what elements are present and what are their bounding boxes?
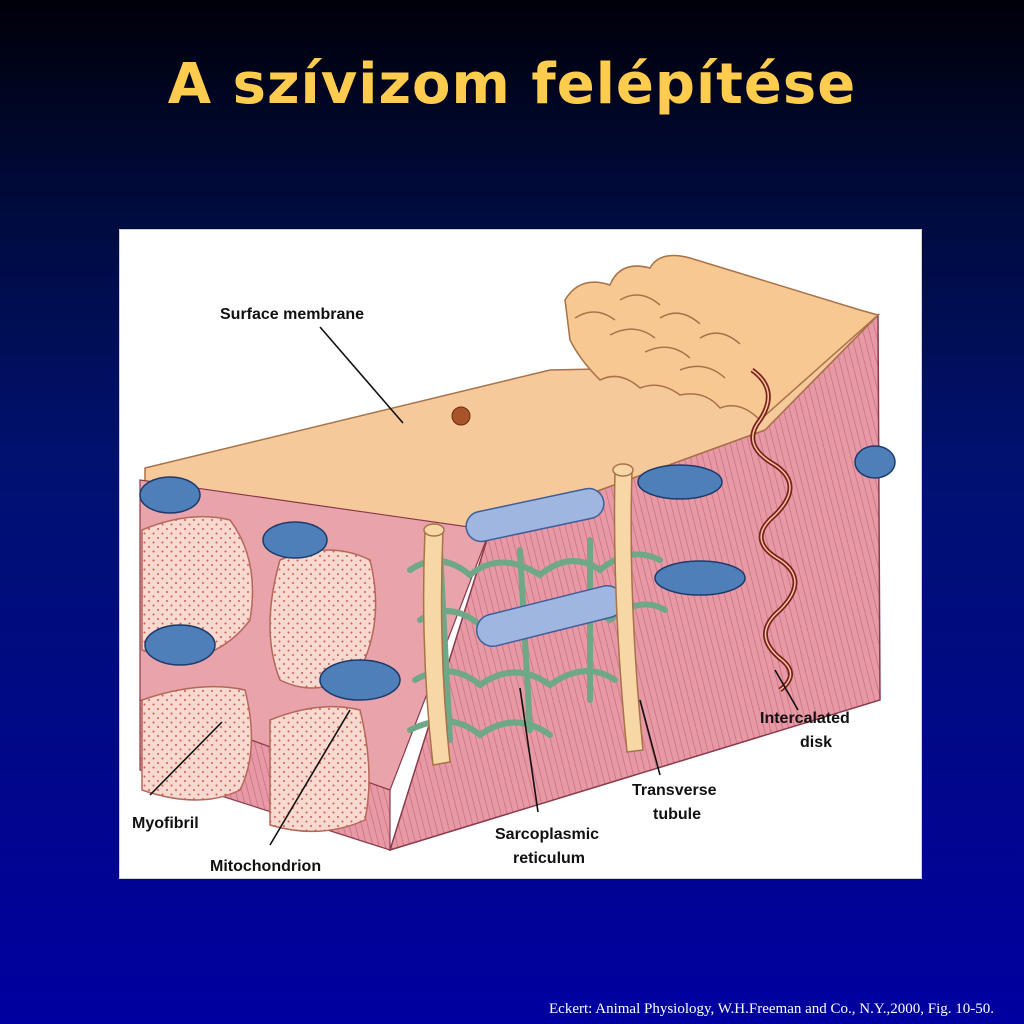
label-intercalated-disk-line1: Intercalated xyxy=(760,710,850,727)
membrane-scallops xyxy=(564,254,880,422)
label-myofibril: Myofibril xyxy=(132,815,199,832)
label-transverse-tubule-line2: tubule xyxy=(653,806,701,823)
label-sarcoplasmic-reticulum-line2: reticulum xyxy=(513,850,586,867)
label-intercalated-disk-line2: disk xyxy=(800,734,833,751)
figure-frame: Surface membrane Intercalated disk Trans… xyxy=(119,229,922,879)
myofibril-cross-sections xyxy=(141,515,377,833)
transverse-tubules xyxy=(422,463,644,766)
citation: Eckert: Animal Physiology, W.H.Freeman a… xyxy=(549,1001,994,1017)
leader-lines xyxy=(149,326,799,846)
mitochondria xyxy=(139,445,896,701)
label-surface-membrane: Surface membrane xyxy=(220,306,365,323)
label-sarcoplasmic-reticulum-line1: Sarcoplasmic xyxy=(495,826,600,843)
label-transverse-tubule-line1: Transverse xyxy=(632,782,717,799)
label-mitochondrion: Mitochondrion xyxy=(210,858,322,875)
slide-title: A szívizom felépítése xyxy=(167,52,857,117)
cardiac-muscle-diagram xyxy=(139,254,896,852)
